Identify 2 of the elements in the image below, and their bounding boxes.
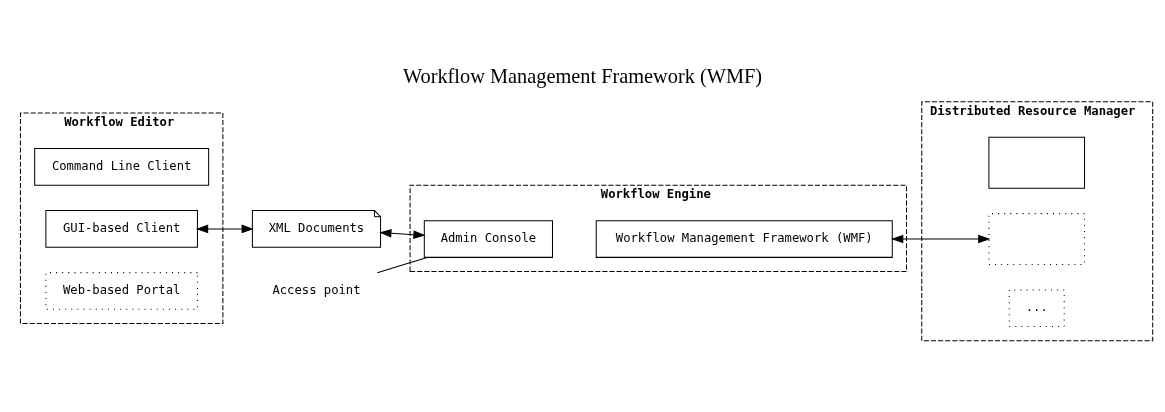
node-text: Access point [272, 283, 361, 298]
diagram-title: Workflow Management Framework (WMF) [402, 65, 763, 88]
